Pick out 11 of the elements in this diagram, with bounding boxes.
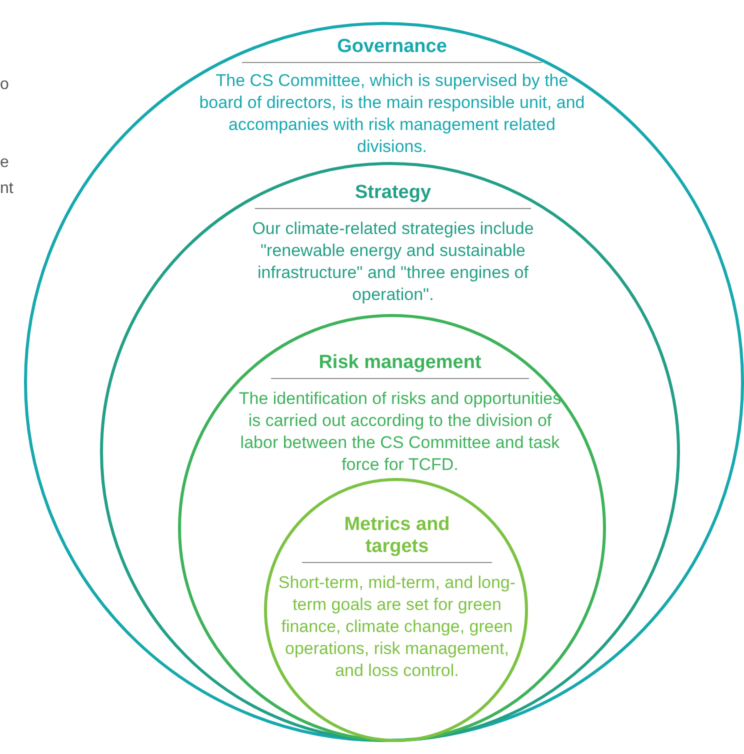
description-text: The CS Committee, which is supervised by the board of directors, is the main responsible unit, and accompanies with risk management related divisions. [198,70,586,158]
section-heading: Risk management [318,352,482,374]
text-fragment: nt [0,180,14,198]
section-heading: Metrics and targets [343,514,451,558]
section-heading: Governance [336,36,448,58]
text-fragment: e [0,154,9,172]
description-text: The identification of risks and opportunities is carried out according to the division of labor between the CS Committee and task force for TCFD. [238,388,562,476]
description-text: Short-term, mid-term, and long-term goals are set for green finance, climate change, green operations, risk management, and loss control. [278,572,516,682]
section-heading: Strategy [354,182,432,204]
text-fragment: o [0,76,9,94]
description-text: Our climate-related strategies include "renewable energy and sustainable infrastructure" and "three engines of operation". [251,218,535,306]
